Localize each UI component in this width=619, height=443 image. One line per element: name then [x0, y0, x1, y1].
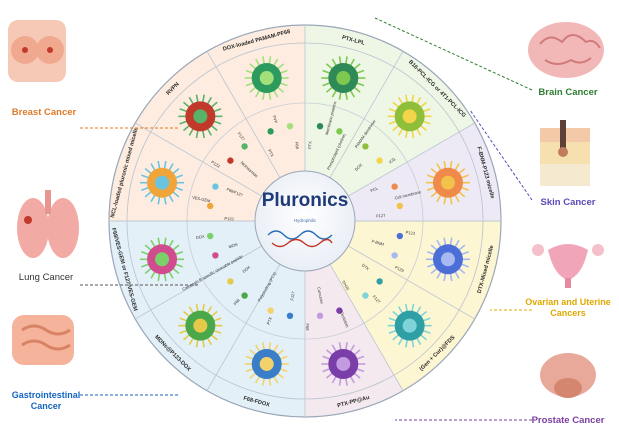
label-breast-cancer: Breast Cancer	[12, 107, 77, 118]
label-ovarian-cancer-line2: Cancers	[550, 308, 586, 318]
component-label: DOX	[354, 162, 364, 172]
component-icon	[336, 307, 343, 314]
component-label: PTX	[266, 316, 273, 325]
connectors	[80, 17, 533, 421]
intestine-icon	[12, 315, 74, 365]
component-label: P123	[224, 216, 234, 221]
component-icon	[316, 312, 324, 320]
sector-divider	[348, 245, 475, 320]
label-ovarian-cancer-line1: Ovarian and Uterine	[525, 297, 611, 307]
label-brain-cancer: Brain Cancer	[538, 87, 597, 98]
component-label: P123	[394, 265, 405, 274]
chain-label-hydrophilic: Hydrophilic	[294, 218, 317, 223]
component-icon	[336, 128, 343, 135]
component-label: F68	[294, 142, 300, 150]
component-icon	[212, 252, 219, 259]
component-label: F-BNM	[371, 238, 385, 246]
sector-divider	[329, 264, 404, 391]
component-label: PTX	[307, 141, 313, 149]
component-icon	[396, 202, 404, 210]
prostate-icon	[540, 353, 596, 398]
nanoparticle-illustration	[140, 160, 185, 205]
component-label: Curcumin	[316, 287, 324, 305]
center-title: Pluronics	[262, 190, 349, 211]
component-label: DTX	[361, 262, 371, 271]
nanoparticle-illustration	[140, 237, 185, 282]
sector-divider	[135, 122, 262, 197]
formulation-label: PTX-LPL	[341, 35, 366, 47]
component-icon	[362, 292, 369, 299]
label-skin-cancer: Skin Cancer	[541, 197, 596, 208]
nanoparticle-illustration	[425, 237, 470, 282]
component-icon	[212, 183, 219, 190]
nanoparticle-illustration	[244, 342, 289, 386]
sector-divider	[135, 245, 262, 320]
component-label: VES-GEM	[192, 195, 211, 204]
component-icon	[241, 292, 248, 299]
label-gi-cancer-line2: Cancer	[31, 401, 62, 411]
component-icon	[391, 183, 398, 190]
component-label: F127	[372, 294, 382, 305]
nanoparticle-illustration	[321, 342, 366, 386]
uterus-icon	[532, 244, 604, 288]
lung-icon	[17, 190, 79, 258]
component-label: F127	[237, 131, 247, 142]
polymer-chain-icon-2	[271, 238, 333, 248]
center-hub: Pluronics Hydrophilic	[254, 170, 356, 272]
component-icon	[316, 122, 324, 130]
component-label: F127	[289, 290, 296, 301]
component-icon	[227, 278, 234, 285]
component-label: F127	[376, 213, 386, 219]
label-lung-cancer: Lung Cancer	[19, 272, 73, 283]
component-icon	[286, 122, 294, 130]
brain-icon	[528, 22, 604, 78]
component-icon	[376, 278, 383, 285]
component-icon	[227, 157, 234, 164]
polymer-chain-icon	[267, 230, 333, 240]
component-label: MDN	[228, 242, 238, 250]
label-prostate-cancer: Prostate Cancer	[532, 415, 605, 426]
component-label: PVP	[272, 115, 279, 124]
component-label: F68	[305, 323, 310, 331]
component-label: F68	[232, 297, 241, 306]
component-icon	[206, 202, 214, 210]
component-icon	[391, 252, 398, 259]
component-label: DOX	[196, 234, 206, 240]
nanoparticle-illustration	[244, 56, 289, 100]
component-icon	[206, 232, 214, 240]
nanoparticle-illustration	[387, 303, 432, 348]
component-icon	[267, 307, 274, 314]
component-label: PTX	[267, 148, 275, 157]
component-label: DOX	[241, 264, 251, 274]
component-label: Genistein	[339, 311, 350, 329]
breast-icon	[8, 20, 66, 82]
component-label: ICG	[388, 156, 397, 164]
nanoparticle-illustration	[321, 56, 366, 100]
component-label: P123	[405, 230, 416, 236]
sector-divider	[206, 264, 281, 391]
label-gi-cancer-line1: Gastrointestinal	[12, 390, 81, 400]
component-label: P123	[210, 159, 221, 169]
sector-divider	[329, 51, 404, 178]
component-label: Cell membrane	[394, 189, 422, 201]
component-icon	[376, 157, 383, 164]
nanoparticle-illustration	[178, 94, 223, 139]
component-icon	[396, 232, 404, 240]
nanoparticle-illustration	[387, 94, 432, 139]
component-label: TPGS	[341, 279, 351, 291]
component-icon	[362, 143, 369, 150]
component-icon	[286, 312, 294, 320]
sector-divider	[206, 51, 281, 178]
sector-divider	[348, 122, 475, 197]
nanoparticle-illustration	[425, 160, 470, 205]
component-label: F68/F127	[226, 187, 244, 198]
component-icon	[241, 143, 248, 150]
nanoparticle-illustration	[178, 303, 223, 348]
component-icon	[267, 128, 274, 135]
skin-icon	[540, 120, 590, 186]
component-label: PCL	[370, 185, 380, 193]
